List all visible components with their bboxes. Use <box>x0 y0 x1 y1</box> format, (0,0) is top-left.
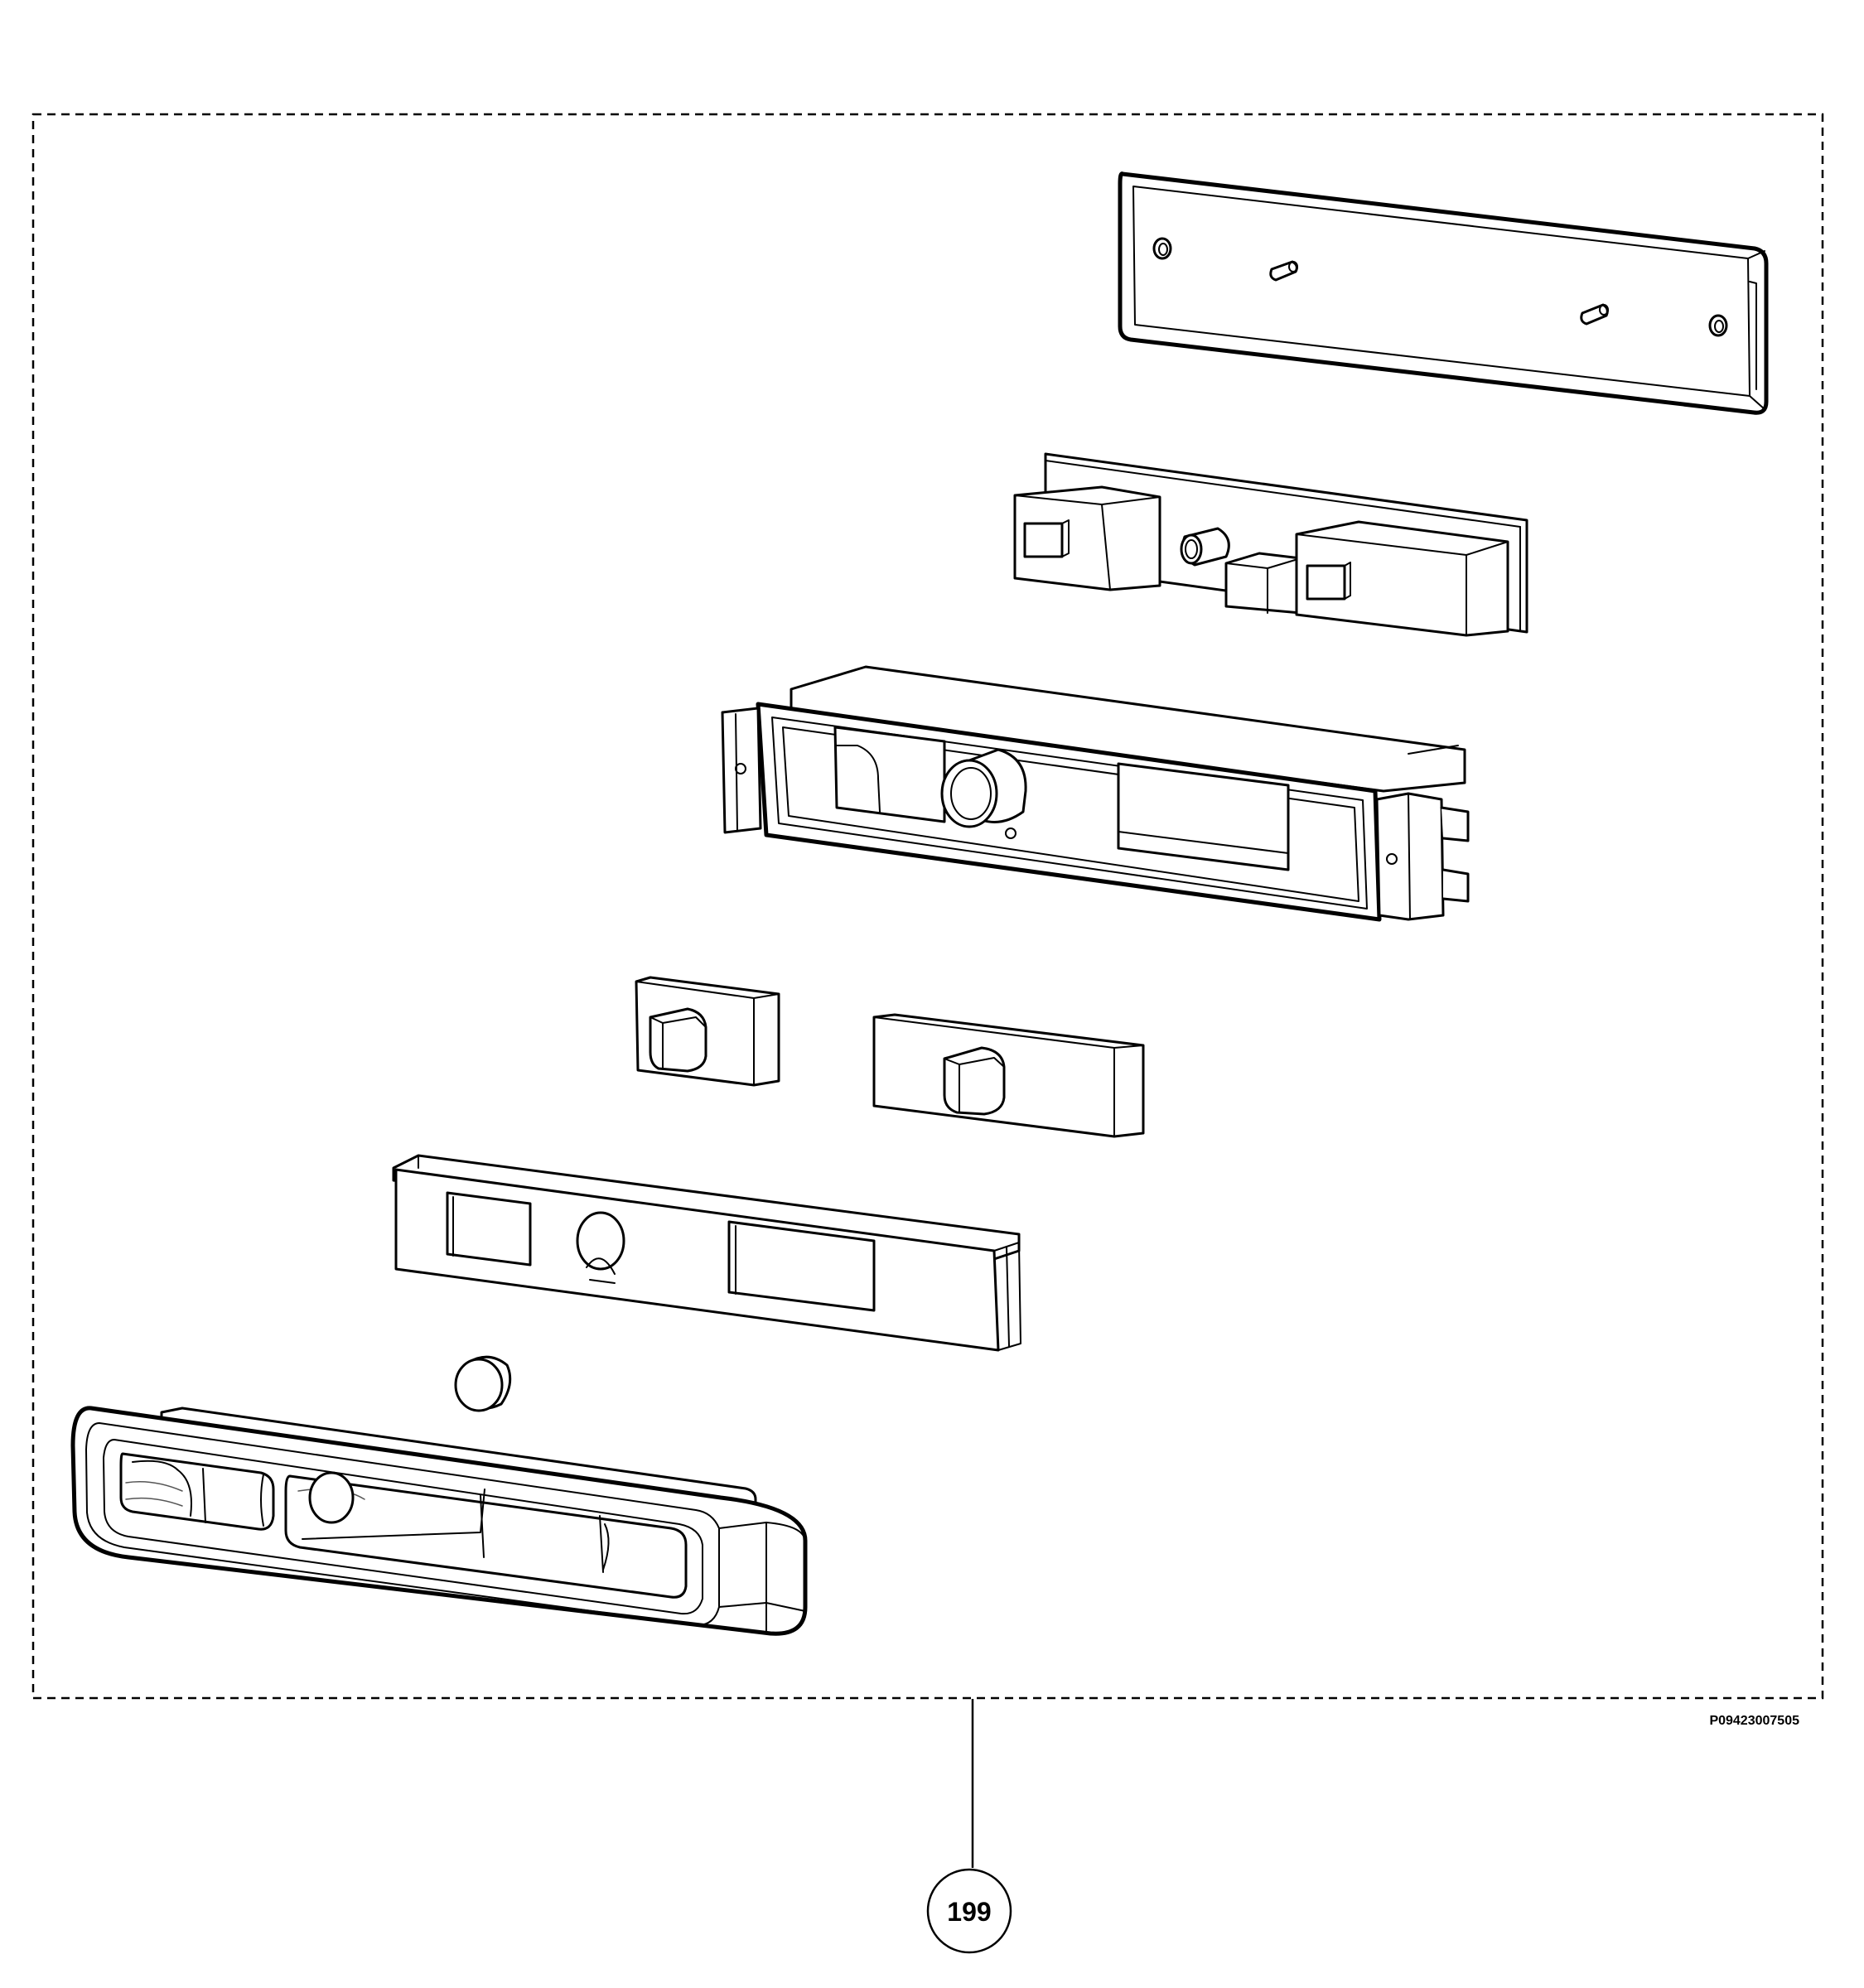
circuit-board-part[interactable] <box>1013 452 1528 637</box>
callout-circle <box>926 1868 1012 1954</box>
frame-side-clip-right <box>1375 792 1470 921</box>
board-led <box>1180 527 1230 567</box>
cover-pin-right <box>1580 303 1609 326</box>
push-button-large-part[interactable] <box>872 1013 1145 1138</box>
cover-pin-left <box>1269 260 1298 282</box>
frame-side-clip-left <box>721 707 762 834</box>
back-cover-part[interactable] <box>1118 171 1769 415</box>
push-button-small-part[interactable] <box>635 976 780 1087</box>
frame-window-left <box>833 726 946 823</box>
frame-housing-part[interactable] <box>721 665 1470 922</box>
round-button-cap-part[interactable] <box>454 1355 512 1412</box>
frame-window-right <box>1117 762 1290 871</box>
front-panel-part[interactable] <box>392 1154 1021 1352</box>
board-switch-right <box>1295 520 1509 637</box>
board-connector <box>1224 552 1302 615</box>
bezel-window-left <box>119 1452 275 1531</box>
front-bezel-part[interactable] <box>70 1406 808 1636</box>
assembly-boundary <box>31 113 1824 1700</box>
callout-label: 199 <box>947 1897 991 1927</box>
bezel-window-right <box>284 1471 688 1599</box>
drawing-number: P09423007505 <box>1709 1714 1799 1728</box>
callout-marker[interactable]: 199 <box>926 1868 1012 1954</box>
board-switch-left <box>1013 485 1161 591</box>
frame-led-socket <box>940 748 1027 839</box>
